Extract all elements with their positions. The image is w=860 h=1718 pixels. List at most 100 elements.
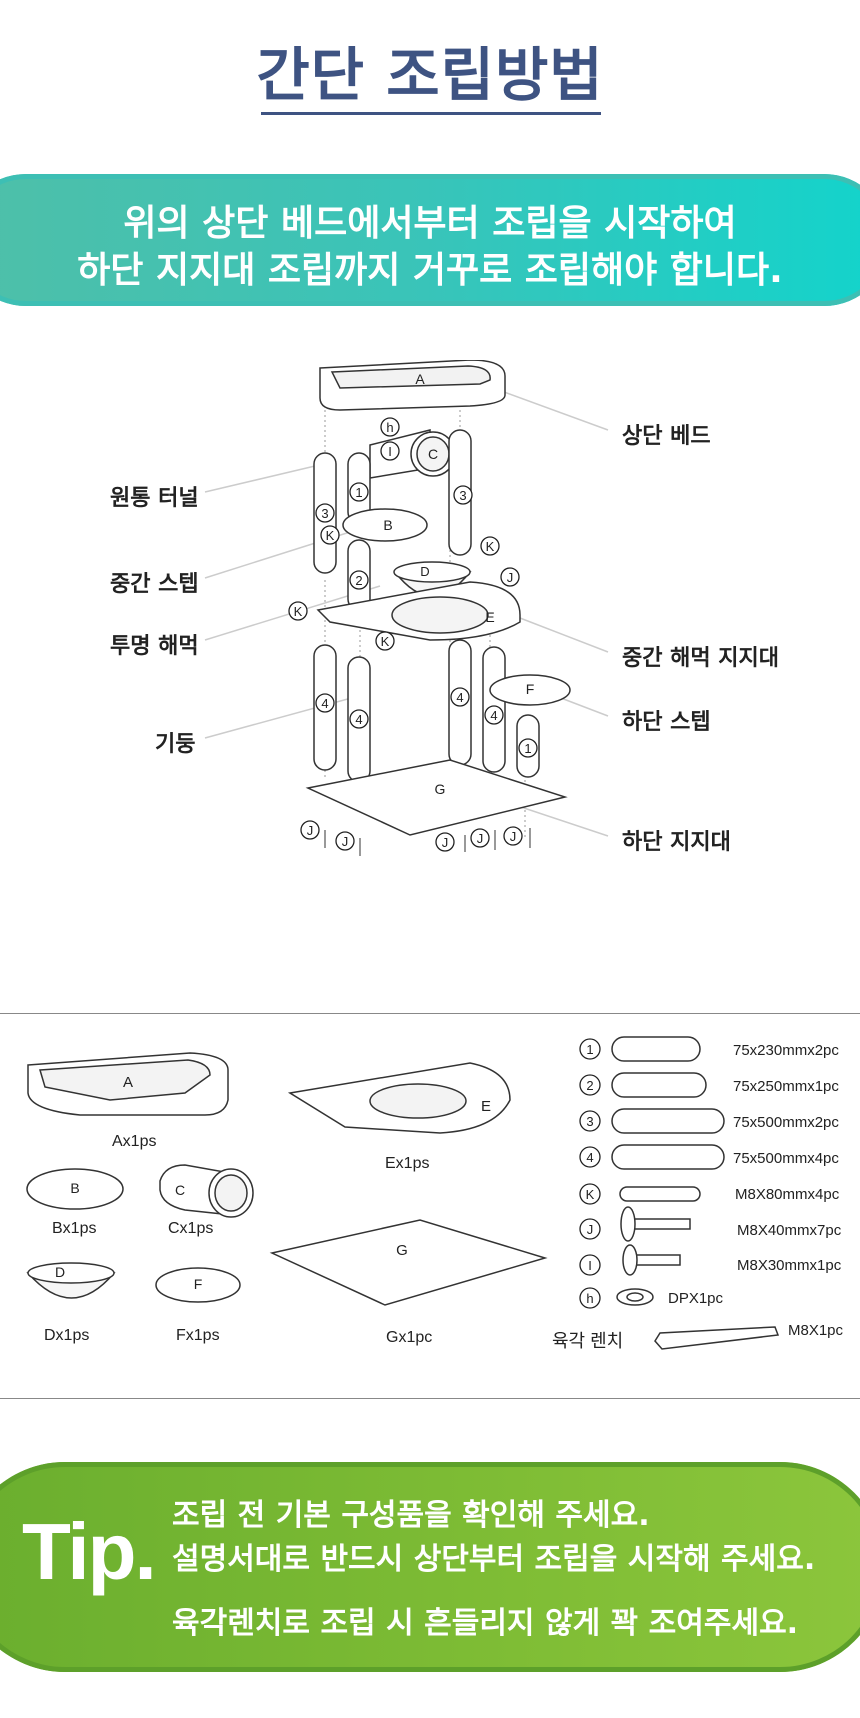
title-underline bbox=[261, 112, 601, 115]
assembly-diagram: A C B D bbox=[0, 359, 860, 980]
part-e-support: E bbox=[316, 581, 521, 641]
parts-top-divider bbox=[0, 1013, 860, 1014]
svg-text:4: 4 bbox=[490, 708, 497, 723]
part-d-icon: D bbox=[26, 1262, 116, 1299]
svg-text:E: E bbox=[485, 609, 494, 625]
wrench-spec: M8X1pc bbox=[788, 1322, 844, 1339]
part-g-icon: G bbox=[269, 1219, 548, 1306]
part-d-label: Dx1ps bbox=[44, 1327, 90, 1344]
svg-text:K: K bbox=[326, 528, 335, 543]
base-screws bbox=[324, 828, 531, 856]
part-f-lower-step: F bbox=[489, 674, 571, 706]
parts-bottom-divider bbox=[0, 1398, 860, 1399]
svg-text:K: K bbox=[381, 634, 390, 649]
svg-text:h: h bbox=[586, 1291, 593, 1306]
part-g-label: Gx1pc bbox=[386, 1329, 433, 1346]
svg-text:A: A bbox=[123, 1074, 133, 1091]
svg-text:2: 2 bbox=[355, 573, 362, 588]
svg-text:C: C bbox=[428, 446, 438, 462]
callout-tunnel: 원통 터널 bbox=[110, 486, 199, 511]
part-a-icon: A bbox=[27, 1052, 229, 1116]
svg-text:E: E bbox=[481, 1098, 491, 1115]
svg-text:J: J bbox=[442, 835, 449, 850]
hardware-icons bbox=[611, 1036, 780, 1350]
part-a-top-bed: A bbox=[319, 359, 506, 411]
svg-text:F: F bbox=[194, 1276, 203, 1292]
svg-text:J: J bbox=[587, 1222, 594, 1237]
callout-middle-step: 중간 스텝 bbox=[110, 572, 199, 597]
callout-base: 하단 지지대 bbox=[622, 830, 731, 855]
part-f-label: Fx1ps bbox=[176, 1327, 220, 1344]
svg-text:I: I bbox=[388, 444, 392, 459]
parts-drawing: A E B C D F bbox=[26, 1036, 780, 1350]
callout-hammock-support: 중간 해먹 지지대 bbox=[622, 646, 779, 671]
svg-text:J: J bbox=[507, 570, 514, 585]
callout-lower-step: 하단 스텝 bbox=[622, 710, 711, 735]
spec-4: 75x500mmx4pc bbox=[733, 1150, 839, 1167]
svg-text:B: B bbox=[70, 1180, 79, 1196]
svg-text:D: D bbox=[55, 1264, 65, 1280]
spec-2: 75x250mmx1pc bbox=[733, 1078, 839, 1095]
spec-h: DPX1pc bbox=[668, 1290, 724, 1307]
svg-text:K: K bbox=[586, 1187, 595, 1202]
spec-i: M8X30mmx1pc bbox=[737, 1257, 842, 1274]
tip-line-3: 육각렌치로 조립 시 흔들리지 않게 꽉 조여주세요. bbox=[172, 1606, 799, 1641]
banner-line-2: 하단 지지대 조립까지 거꾸로 조립해야 합니다. bbox=[77, 250, 783, 291]
svg-text:I: I bbox=[588, 1258, 592, 1273]
svg-text:B: B bbox=[383, 517, 392, 533]
part-d-hammock: D bbox=[393, 561, 472, 597]
part-e-label: Ex1ps bbox=[385, 1155, 430, 1172]
instruction-banner-text: 위의 상단 베드에서부터 조립을 시작하여 하단 지지대 조립까지 거꾸로 조립… bbox=[0, 200, 860, 294]
svg-text:J: J bbox=[307, 823, 314, 838]
svg-text:3: 3 bbox=[459, 488, 466, 503]
hardware-markers: 1 2 3 4 K J I h bbox=[579, 1038, 601, 1309]
svg-text:1: 1 bbox=[524, 741, 531, 756]
part-a-label: Ax1ps bbox=[112, 1133, 157, 1150]
callout-hammock: 투명 해먹 bbox=[110, 634, 199, 659]
svg-text:F: F bbox=[526, 681, 535, 697]
svg-text:2: 2 bbox=[586, 1078, 593, 1093]
svg-text:4: 4 bbox=[321, 696, 328, 711]
part-c-tunnel: C bbox=[369, 429, 456, 479]
svg-text:4: 4 bbox=[355, 712, 362, 727]
callout-pole: 기둥 bbox=[155, 732, 196, 757]
part-b-label: Bx1ps bbox=[52, 1220, 97, 1237]
tip-line-2: 설명서대로 반드시 상단부터 조립을 시작해 주세요. bbox=[172, 1542, 816, 1577]
svg-text:G: G bbox=[396, 1242, 408, 1259]
banner-line-1: 위의 상단 베드에서부터 조립을 시작하여 bbox=[123, 203, 737, 244]
diagram-letter-a: A bbox=[415, 371, 425, 387]
part-b-icon: B bbox=[26, 1168, 124, 1210]
assembly-drawing: A C B D bbox=[204, 359, 609, 856]
spec-3: 75x500mmx2pc bbox=[733, 1114, 839, 1131]
part-g-base: G bbox=[305, 759, 568, 836]
part-c-icon: C bbox=[159, 1164, 254, 1218]
part-f-icon: F bbox=[155, 1267, 241, 1303]
tip-box bbox=[0, 1462, 860, 1672]
spec-1: 75x230mmx2pc bbox=[733, 1042, 839, 1059]
tip-word: Tip. bbox=[22, 1507, 157, 1596]
svg-text:4: 4 bbox=[456, 690, 463, 705]
svg-text:D: D bbox=[420, 564, 429, 579]
wrench-label: 육각 렌치 bbox=[552, 1331, 624, 1351]
svg-text:h: h bbox=[386, 420, 393, 435]
spec-k: M8X80mmx4pc bbox=[735, 1186, 840, 1203]
callout-top-bed: 상단 베드 bbox=[622, 424, 711, 449]
diagram-markers: h I 1 3 3 K 2 K J K K 4 4 4 4 1 J J J J … bbox=[288, 417, 538, 852]
tip-line-1: 조립 전 기본 구성품을 확인해 주세요. bbox=[172, 1498, 650, 1533]
page-title: 간단 조립방법 bbox=[256, 41, 604, 109]
part-b-middle-step: B bbox=[342, 508, 428, 542]
svg-text:C: C bbox=[175, 1182, 185, 1198]
svg-text:1: 1 bbox=[586, 1042, 593, 1057]
svg-text:K: K bbox=[294, 604, 303, 619]
svg-text:3: 3 bbox=[586, 1114, 593, 1129]
part-e-icon: E bbox=[287, 1062, 511, 1134]
svg-text:3: 3 bbox=[321, 506, 328, 521]
svg-text:K: K bbox=[486, 539, 495, 554]
spec-j: M8X40mmx7pc bbox=[737, 1222, 842, 1239]
part-c-label: Cx1ps bbox=[168, 1220, 214, 1237]
svg-text:J: J bbox=[477, 831, 484, 846]
svg-text:4: 4 bbox=[586, 1150, 593, 1165]
svg-text:J: J bbox=[510, 829, 517, 844]
instruction-banner bbox=[0, 174, 860, 306]
svg-text:J: J bbox=[342, 834, 349, 849]
